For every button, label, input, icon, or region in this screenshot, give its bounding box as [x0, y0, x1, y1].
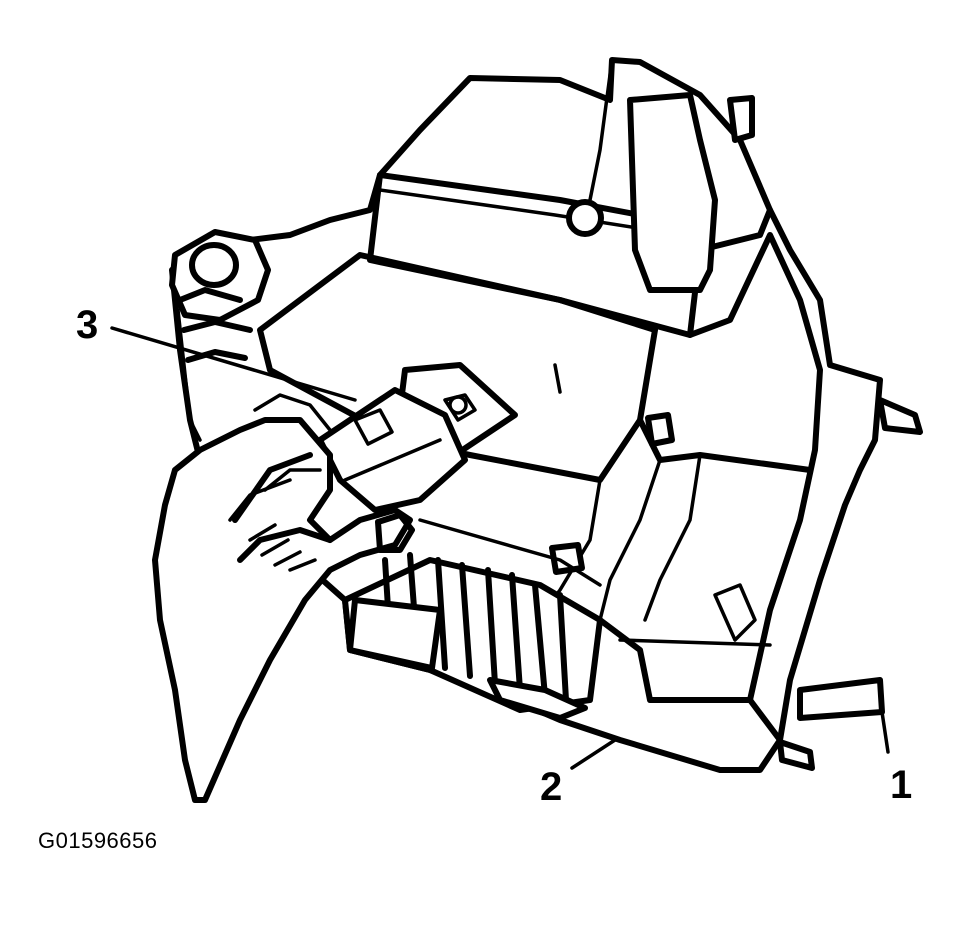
leader-line-1	[880, 710, 890, 754]
leader-line-2	[570, 738, 617, 770]
hand-with-filter	[152, 387, 468, 803]
callout-3: 3	[76, 303, 98, 347]
callout-2: 2	[540, 765, 562, 809]
core-fins	[342, 518, 603, 721]
callout-leaders	[110, 326, 890, 770]
leader-line-3	[110, 326, 357, 402]
hvac-module-housing	[169, 57, 923, 773]
blower-outlet	[169, 229, 271, 442]
callout-1: 1	[890, 763, 912, 807]
figure-id-label: G01596656	[38, 828, 158, 853]
